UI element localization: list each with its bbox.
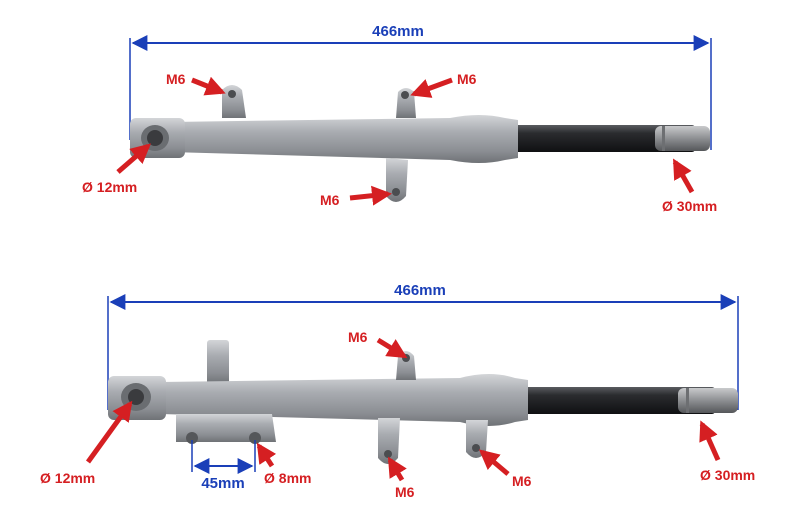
svg-text:M6: M6 bbox=[348, 329, 368, 345]
top-callout-axle-diameter: Ø 12mm bbox=[82, 143, 152, 195]
svg-text:Ø 8mm: Ø 8mm bbox=[264, 470, 311, 486]
bottom-length-label: 466mm bbox=[394, 282, 446, 299]
bottom-callout-hole-diameter: Ø 8mm bbox=[256, 442, 311, 486]
hole-spacing-dimension: 45mm bbox=[191, 440, 256, 492]
svg-text:Ø 12mm: Ø 12mm bbox=[40, 470, 95, 486]
top-fork: 466mm M6 bbox=[82, 23, 717, 214]
bottom-callout-m6-bottom-left: M6 bbox=[387, 456, 415, 500]
svg-text:Ø 30mm: Ø 30mm bbox=[700, 467, 755, 483]
top-slider-body bbox=[130, 85, 518, 202]
bottom-callout-m6-top: M6 bbox=[348, 329, 408, 359]
bottom-fork: 466mm bbox=[40, 282, 755, 500]
svg-text:45mm: 45mm bbox=[201, 475, 244, 492]
svg-text:Ø 12mm: Ø 12mm bbox=[82, 179, 137, 195]
bottom-slider-body bbox=[108, 340, 528, 464]
bottom-callout-m6-bottom-right: M6 bbox=[478, 449, 532, 489]
top-callout-m6-left: M6 bbox=[166, 71, 226, 96]
top-length-dimension: 466mm bbox=[129, 23, 712, 150]
svg-text:M6: M6 bbox=[512, 473, 532, 489]
bottom-callout-axle-diameter: Ø 12mm bbox=[40, 400, 133, 486]
top-length-label: 466mm bbox=[372, 23, 424, 40]
top-callout-tube-diameter: Ø 30mm bbox=[662, 158, 717, 214]
top-stanchion-tube bbox=[505, 125, 710, 152]
bottom-length-dimension: 466mm bbox=[107, 282, 739, 410]
top-callout-m6-right: M6 bbox=[410, 71, 477, 98]
svg-text:M6: M6 bbox=[320, 192, 340, 208]
svg-text:Ø 30mm: Ø 30mm bbox=[662, 198, 717, 214]
svg-text:M6: M6 bbox=[166, 71, 186, 87]
bottom-callout-tube-diameter: Ø 30mm bbox=[699, 420, 755, 483]
svg-text:M6: M6 bbox=[457, 71, 477, 87]
bottom-stanchion-tube bbox=[515, 387, 738, 414]
svg-text:M6: M6 bbox=[395, 484, 415, 500]
top-callout-m6-bottom: M6 bbox=[320, 185, 392, 208]
